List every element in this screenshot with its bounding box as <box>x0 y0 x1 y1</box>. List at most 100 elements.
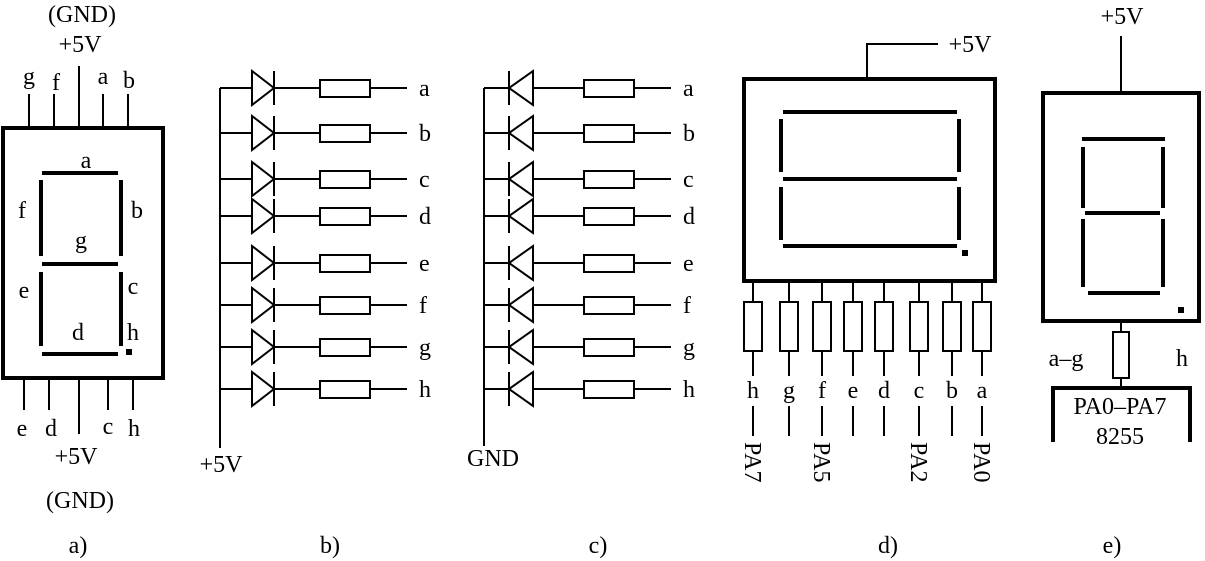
pin-label: f <box>818 378 826 404</box>
pin-label: e <box>17 416 28 442</box>
pin-label: e <box>848 378 859 404</box>
caption-d: d) <box>878 533 898 559</box>
segment-label: d <box>72 320 84 346</box>
diode-row: b <box>220 113 431 153</box>
diode-row: f <box>220 285 427 325</box>
resistor <box>319 296 371 315</box>
output-label: a <box>419 76 430 102</box>
resistor <box>583 79 635 98</box>
caption-a: a) <box>69 533 88 559</box>
port-label: PA0 <box>968 442 994 482</box>
resistor <box>583 380 635 399</box>
output-label: b <box>419 121 431 147</box>
diode-icon <box>507 328 534 366</box>
pin-label: c <box>914 378 925 404</box>
display-package <box>1041 91 1201 323</box>
diode-icon <box>507 286 534 324</box>
diode-row: b <box>484 114 695 152</box>
decimal-point <box>962 250 968 256</box>
diode-row: c <box>484 160 694 198</box>
caption-c: c) <box>589 533 608 559</box>
caption-e: e) <box>1103 533 1122 559</box>
output-label: a <box>683 76 694 102</box>
resistor <box>319 380 371 399</box>
bottom-gnd-label: (GND) <box>46 488 114 514</box>
diode-row: d <box>220 196 431 236</box>
resistor <box>583 338 635 357</box>
output-label: h <box>683 377 695 403</box>
segments-label: a–g <box>1049 346 1084 372</box>
diode-icon <box>251 285 276 325</box>
resistor <box>743 301 763 352</box>
output-label: c <box>419 167 430 193</box>
output-label: f <box>419 293 427 319</box>
decimal-point <box>126 349 132 355</box>
output-label: d <box>419 204 431 230</box>
diode-row: h <box>220 369 431 409</box>
pin-column: b <box>942 281 962 436</box>
pin-column: d <box>874 281 894 436</box>
top-pin-lines <box>28 66 129 128</box>
diode-row: a <box>220 68 430 108</box>
output-label: e <box>419 251 430 277</box>
resistor <box>583 296 635 315</box>
pin-column: e <box>843 281 863 436</box>
diode-icon <box>251 196 276 236</box>
segment-label: f <box>18 198 26 224</box>
output-label: c <box>683 167 694 193</box>
pin-label: b <box>123 68 135 94</box>
diode-row: e <box>220 243 430 283</box>
resistor <box>909 301 929 352</box>
resistor <box>583 170 635 189</box>
diode-row: f <box>484 286 691 324</box>
seven-segment <box>1081 137 1165 295</box>
top-gnd-label: (GND) <box>48 2 116 28</box>
pin-label: c <box>103 414 114 440</box>
supply-wire <box>866 43 938 79</box>
segment-label: g <box>75 228 87 254</box>
output-label: g <box>419 335 431 361</box>
pin-label: g <box>23 64 35 90</box>
output-label: b <box>683 121 695 147</box>
segment-label: c <box>128 274 139 300</box>
segment-label: a <box>81 148 92 174</box>
panel-a: (GND) +5V g f a b a f b g e <box>1 2 165 559</box>
diode-icon <box>507 244 534 282</box>
diode-row: c <box>220 159 430 199</box>
resistor <box>1112 331 1130 379</box>
seven-segment-horizontal <box>779 110 961 248</box>
diode-icon <box>251 113 276 153</box>
bottom-pin-lines <box>23 378 134 434</box>
supply-label: +5V <box>1101 4 1145 30</box>
resistor <box>319 79 371 98</box>
resistor <box>583 207 635 226</box>
bus-label: GND <box>467 446 519 472</box>
chip-8255-outline <box>1051 386 1192 442</box>
caption-b: b) <box>320 533 340 559</box>
diode-row: d <box>484 197 695 235</box>
dp-label: h <box>1176 346 1188 372</box>
diode-icon <box>251 327 276 367</box>
top-supply-label: +5V <box>59 32 103 58</box>
resistor <box>319 254 371 273</box>
output-label: e <box>683 251 694 277</box>
diode-row: e <box>484 244 694 282</box>
bottom-supply-label: +5V <box>55 444 99 470</box>
resistor <box>319 170 371 189</box>
port-label: PA0–PA7 <box>1074 394 1167 420</box>
diode-icon <box>507 160 534 198</box>
diode-row: g <box>220 327 431 367</box>
resistor <box>319 338 371 357</box>
segment-label: h <box>127 320 139 346</box>
diode-icon <box>251 159 276 199</box>
panel-e: +5V a–g h PA0–PA7 8255 e) <box>1041 4 1201 559</box>
pin-label: f <box>52 70 60 96</box>
